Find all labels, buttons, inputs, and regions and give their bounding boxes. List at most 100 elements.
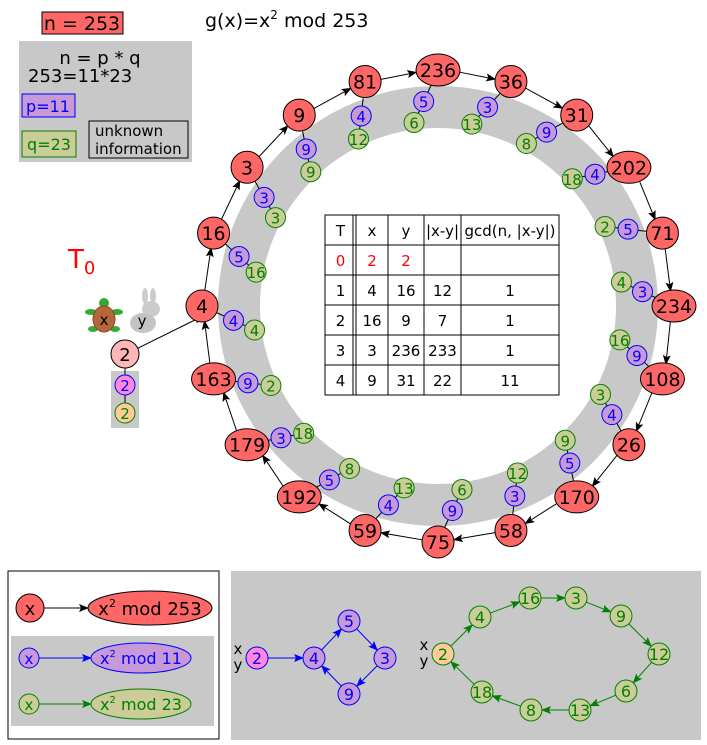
ring-node-value: 236 (420, 60, 456, 82)
cycle-edge (320, 665, 342, 687)
cycle-p-start (245, 646, 269, 670)
ring-edge (222, 391, 238, 433)
ring-q-value: 18 (294, 425, 313, 443)
ring-q-value: 13 (462, 116, 481, 134)
ring-p-value: 4 (590, 166, 600, 184)
ring-node-value: 71 (650, 223, 674, 245)
ring-node-value: 75 (426, 532, 450, 554)
ring-q-node (348, 128, 370, 150)
ring-p-value: 5 (234, 248, 244, 266)
cycle-p-node (337, 609, 361, 633)
table-header-cell: T (335, 222, 346, 240)
ring-q-value: 16 (610, 332, 629, 350)
ring-edge (452, 532, 496, 543)
ring-node-shape (606, 150, 652, 184)
ring-node-value: 36 (499, 72, 523, 94)
legend-main-from-text: x (25, 599, 36, 620)
cycle-q-node (647, 642, 671, 666)
ring-p-value: 3 (259, 189, 269, 207)
ring-edge (204, 246, 214, 293)
start-node-value: 2 (119, 345, 130, 366)
equation-line1: n = p * q (59, 48, 140, 69)
cycle-p-node-value: 9 (344, 685, 354, 704)
cycle-p-start-value: 2 (252, 649, 262, 668)
function-title: g(x)=x2 mod 253 (205, 8, 368, 32)
ring-node-value: 16 (201, 223, 225, 245)
legend-q-from (18, 693, 40, 715)
table-cell: 9 (401, 312, 411, 330)
ring-p-value: 3 (483, 99, 493, 117)
start-node (110, 339, 140, 369)
ring-p-node (413, 91, 435, 113)
cycle-p-node-value: 3 (380, 649, 390, 668)
start-node-group: 2 2 2 (110, 315, 204, 428)
table-cell: 4 (336, 372, 346, 390)
ring-node-shape (415, 53, 461, 87)
cycle-q-node-value: 18 (472, 683, 492, 702)
ring-node-value: 31 (565, 105, 589, 127)
legend-p-from-text: x (25, 650, 34, 668)
ring-q-node (515, 132, 537, 154)
table-header-cell: y (402, 222, 411, 240)
ring-edge (524, 502, 558, 525)
cycle-q-x-label: x (420, 636, 429, 654)
ring-edge (258, 124, 289, 158)
table-cell: 3 (367, 342, 377, 360)
ring-node: 333 (230, 150, 286, 229)
ring-q-value: 9 (306, 164, 316, 182)
table-cell: 2 (401, 252, 411, 270)
ring-p-value: 9 (301, 141, 311, 159)
ring-q-value: 12 (349, 131, 368, 149)
cycle-p-node-value: 4 (309, 649, 319, 668)
ring-edge (459, 71, 497, 82)
ring-q-value: 18 (563, 171, 582, 189)
ring-node-value: 9 (293, 105, 305, 127)
ring-q-node (244, 319, 266, 341)
ring-node-shape (191, 362, 237, 396)
cycle-q-node (470, 680, 494, 704)
ring-edge (313, 87, 352, 110)
cycle-q-start (431, 642, 455, 666)
ring-q-node (609, 329, 631, 351)
ring-node-value: 59 (353, 520, 377, 542)
ring-p-value: 3 (638, 284, 648, 302)
legend-p-from (18, 647, 40, 669)
cycle-q-node-value: 6 (621, 682, 631, 701)
cycle-q-node-value: 12 (649, 645, 669, 664)
legend-main-from (15, 593, 45, 623)
ring-node-value: 81 (353, 72, 377, 94)
table-header-cell: x (368, 222, 377, 240)
ring-node-shape (612, 428, 646, 462)
ring-q-value: 6 (409, 115, 419, 133)
ring-edge (380, 70, 418, 80)
ring-edge (635, 391, 653, 433)
q-label: q=23 (27, 135, 71, 154)
ring-p-node (253, 186, 275, 208)
ring-p-value: 9 (448, 502, 458, 520)
ring-p-node (617, 218, 639, 240)
cycle-q-node (468, 605, 492, 629)
ring-p-value: 4 (356, 108, 366, 126)
table-cell: 16 (362, 312, 381, 330)
ring-q-value: 2 (266, 377, 276, 395)
ring-p-value: 9 (243, 375, 253, 393)
legend-p-to (90, 642, 192, 674)
ring-edge (587, 124, 614, 158)
ring-q-value: 4 (617, 274, 627, 292)
ring-node-shape (230, 150, 264, 184)
ring-node-shape (494, 513, 528, 547)
ring-node-value: 192 (281, 487, 317, 509)
time-label: T0 (67, 245, 95, 279)
equation-line2: 253=11*23 (28, 66, 132, 87)
legend-q-to-text: x2 mod 23 (100, 695, 182, 714)
ring-edge (664, 246, 674, 293)
ring-node-shape (276, 480, 322, 514)
